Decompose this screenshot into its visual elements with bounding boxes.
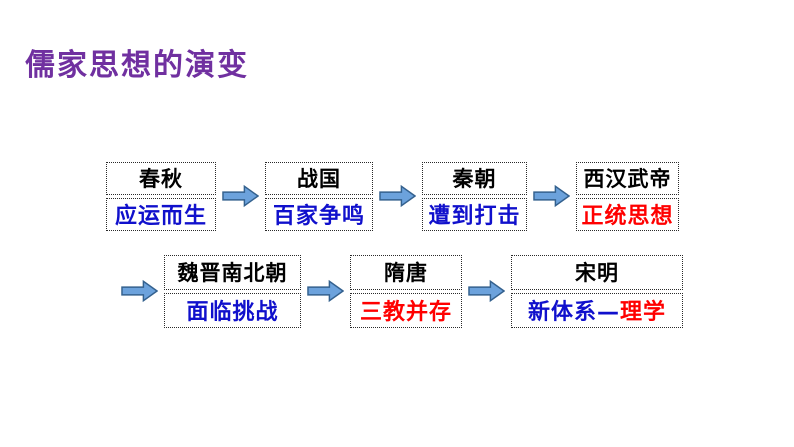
right-arrow-icon	[468, 279, 505, 303]
period-label: 隋唐	[350, 254, 462, 290]
right-arrow-icon	[379, 184, 416, 208]
status-label: 应运而生	[106, 197, 216, 231]
period-label: 魏晋南北朝	[164, 254, 301, 290]
status-label: 三教并存	[350, 292, 462, 328]
right-arrow-icon	[533, 184, 570, 208]
status-part-lixue: 理学	[620, 300, 667, 325]
flow-row-2: 魏晋南北朝 面临挑战 隋唐 三教并存 宋明 新体系—理学	[121, 254, 683, 328]
status-label: 百家争鸣	[265, 197, 373, 231]
flow-box-songming: 宋明 新体系—理学	[511, 254, 683, 328]
right-arrow-icon	[121, 279, 158, 303]
status-label: 遭到打击	[422, 197, 527, 231]
status-label: 正统思想	[576, 197, 679, 231]
flow-box-suitang: 隋唐 三教并存	[350, 254, 462, 328]
flow-box-qinchao: 秦朝 遭到打击	[422, 161, 527, 231]
period-label: 秦朝	[422, 161, 527, 195]
period-label: 战国	[265, 161, 373, 195]
flow-box-weijin: 魏晋南北朝 面临挑战	[164, 254, 301, 328]
period-label: 春秋	[106, 161, 216, 195]
flow-row-1: 春秋 应运而生 战国 百家争鸣 秦朝 遭到打击 西汉武帝 正统思想	[106, 161, 679, 231]
right-arrow-icon	[307, 279, 344, 303]
page-title: 儒家思想的演变	[25, 48, 249, 83]
flow-box-xihan: 西汉武帝 正统思想	[576, 161, 679, 231]
flow-box-chunqiu: 春秋 应运而生	[106, 161, 216, 231]
flow-box-zhanguo: 战国 百家争鸣	[265, 161, 373, 231]
status-label: 面临挑战	[164, 292, 301, 328]
right-arrow-icon	[222, 184, 259, 208]
status-part-new-system: 新体系—	[527, 300, 620, 325]
period-label: 西汉武帝	[576, 161, 679, 195]
period-label: 宋明	[511, 254, 683, 290]
status-label: 新体系—理学	[511, 292, 683, 328]
